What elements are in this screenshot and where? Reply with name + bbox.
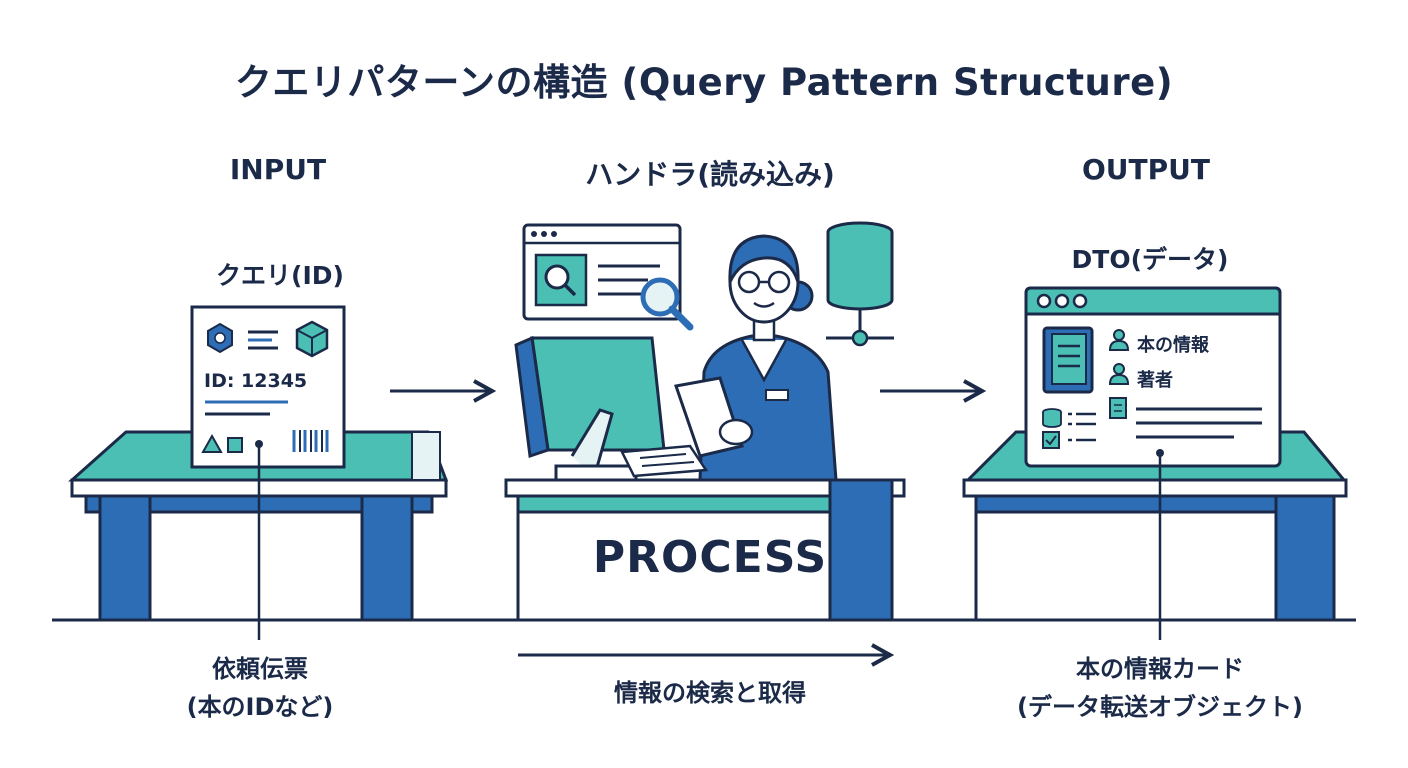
dto-label: DTO(データ) — [1071, 245, 1229, 274]
query-ticket-card — [190, 305, 346, 469]
database-icon — [826, 221, 894, 347]
process-desk — [504, 478, 906, 622]
author-field: 著者 — [1137, 370, 1173, 391]
input-heading: INPUT — [229, 153, 327, 186]
book-icon — [1042, 326, 1094, 394]
cube-icon — [295, 320, 329, 358]
clerk-person — [674, 234, 838, 482]
handler-caption: 情報の検索と取得 — [614, 679, 806, 707]
document-icon — [1109, 397, 1127, 419]
input-caption-line1: 依頼伝票 — [212, 655, 308, 683]
page-title: クエリパターンの構造 (Query Pattern Structure) — [234, 61, 1174, 104]
computer-monitor — [514, 335, 709, 482]
book-info-field: 本の情報 — [1137, 335, 1209, 356]
database-small-icon — [1042, 408, 1062, 428]
query-id-value: ID: 12345 — [204, 370, 308, 392]
handler-heading: ハンドラ(読み込み) — [585, 158, 835, 191]
query-label: クエリ(ID) — [216, 261, 344, 290]
shapes-icon — [201, 433, 243, 453]
magnifier-icon — [640, 277, 694, 331]
barcode-icon — [290, 428, 330, 454]
output-caption: 本の情報カード (データ転送オブジェクト) — [990, 650, 1330, 726]
process-label: PROCESS — [592, 532, 828, 583]
dto-window — [1024, 286, 1282, 468]
checkbox-icon — [1042, 431, 1060, 449]
author-icon — [1108, 363, 1130, 385]
output-caption-line2: (データ転送オブジェクト) — [1017, 693, 1303, 721]
hexagon-gear-icon — [207, 322, 233, 354]
input-caption: 依頼伝票 (本のIDなど) — [130, 650, 390, 726]
user-icon — [1108, 329, 1130, 351]
output-caption-line1: 本の情報カード — [1076, 655, 1244, 683]
output-heading: OUTPUT — [1082, 153, 1210, 186]
input-caption-line2: (本のIDなど) — [186, 693, 334, 721]
